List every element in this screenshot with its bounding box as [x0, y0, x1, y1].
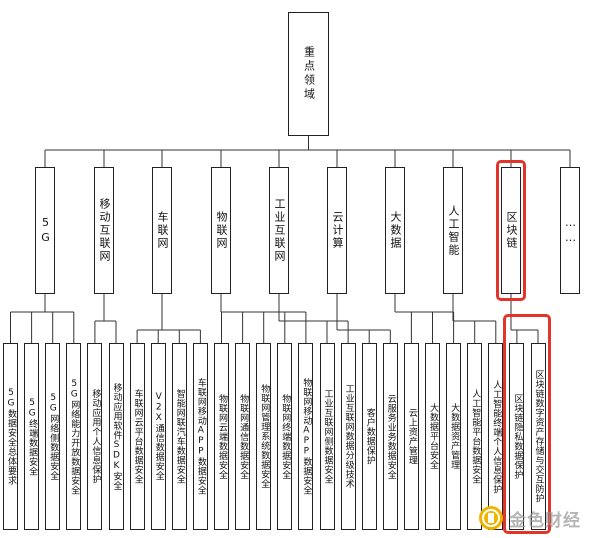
leaf-node-label: 云服务业务数据安全 [385, 393, 396, 480]
leaf-node-label: 5G网络能力开放数据安全 [69, 378, 80, 495]
leaf-node-label: 人工智能平台数据安全 [470, 389, 481, 484]
branch-node: 区块链 [501, 167, 521, 294]
branch-node-label: …… [564, 215, 577, 246]
leaf-node-label: 物联网云端数据安全 [217, 393, 227, 480]
highlight-frame-branch [496, 160, 526, 301]
leaf-node-label: 工业互联网数据分级技术 [343, 384, 354, 489]
watermark: 金色财经 [478, 503, 598, 533]
branch-node: 人工智能 [443, 167, 463, 294]
leaf-node-label: 区块链数字资产存储与交互防护 [533, 370, 544, 503]
leaf-node: 移动应用个人信息保护 [87, 343, 103, 530]
leaf-node: 物联网管理系统数据安全 [256, 343, 272, 530]
leaf-node: 人工智能终端个人信息保护 [488, 343, 504, 530]
leaf-node-label: 云上资产管理 [406, 408, 417, 465]
watermark-text: 金色财经 [509, 510, 581, 531]
branch-node: 云计算 [327, 167, 347, 294]
leaf-node: 物联网通信数据安全 [235, 343, 251, 530]
leaf-node-label: 客户数据保护 [364, 408, 375, 465]
leaf-node-label: 移动应用个人信息保护 [90, 389, 101, 484]
branch-node-label: 区块链 [505, 211, 518, 250]
leaf-node: 5G终端数据安全 [24, 343, 40, 530]
branch-node: 工业互联网 [269, 167, 289, 294]
leaf-node: 车联网云平台数据安全 [129, 343, 145, 530]
leaf-node-label: 车联网云平台数据安全 [132, 389, 143, 484]
branch-node: 5G [35, 167, 55, 294]
coin-logo-icon [479, 506, 503, 530]
leaf-node: 物联网云端数据安全 [214, 343, 229, 530]
leaf-node-label: 区块链隐私数据保护 [512, 393, 523, 480]
leaf-node-label: 物联网通信数据安全 [238, 393, 249, 480]
branch-node: 物联网 [211, 167, 231, 294]
leaf-node: 智能网联汽车数据安全 [171, 343, 187, 530]
branch-node: 大数据 [385, 167, 405, 294]
branch-node-label: 工业互联网 [273, 198, 286, 263]
leaf-node: 车联网移动APP数据安全 [192, 343, 208, 530]
leaf-node-label: 5G终端数据安全 [27, 397, 38, 476]
branch-node-label: 5G [39, 215, 52, 246]
leaf-node-label: 物联网终端数据安全 [280, 393, 291, 480]
leaf-node: 5G网络能力开放数据安全 [66, 343, 82, 530]
leaf-node: 区块链数字资产存储与交互防护 [530, 343, 546, 530]
branch-node-label: 车联网 [156, 211, 169, 250]
leaf-node: 云上资产管理 [403, 343, 419, 530]
leaf-node: 人工智能平台数据安全 [467, 343, 483, 530]
leaf-node: 物联网移动APP数据安全 [298, 343, 314, 530]
branch-node-label: 大数据 [389, 211, 402, 250]
leaf-node-label: 移动应用软件SDK安全 [111, 382, 122, 491]
leaf-node-label: 大数据平台安全 [428, 403, 438, 470]
leaf-node-label: 物联网管理系统数据安全 [259, 384, 270, 489]
leaf-node: 大数据平台安全 [425, 343, 440, 530]
branch-node: …… [560, 167, 580, 294]
leaf-node: 移动应用软件SDK安全 [108, 343, 124, 530]
leaf-node: V2X通信数据安全 [150, 343, 166, 530]
root-node: 重点领域 [288, 12, 329, 136]
leaf-node: 大数据资产管理 [446, 343, 462, 530]
leaf-node-label: 智能网联汽车数据安全 [174, 389, 185, 484]
branch-node-label: 人工智能 [447, 204, 460, 257]
leaf-node-label: 工业互联网侧数据安全 [322, 389, 333, 484]
branch-node-label: 云计算 [331, 211, 344, 250]
leaf-node-label: 车联网移动APP数据安全 [195, 378, 206, 495]
leaf-node-label: 人工智能终端个人信息保护 [491, 379, 502, 494]
root-node-label: 重点领域 [302, 46, 316, 102]
branch-node: 移动互联网 [94, 167, 114, 294]
leaf-node-label: V2X通信数据安全 [153, 392, 164, 481]
leaf-node: 工业互联网数据分级技术 [340, 343, 356, 530]
leaf-node-label: 大数据资产管理 [449, 403, 460, 470]
leaf-node-label: 5G网络侧数据安全 [48, 392, 59, 481]
branch-node: 车联网 [152, 167, 172, 294]
leaf-node: 5G数据安全总体要求 [3, 343, 18, 530]
highlight-frame-children [503, 314, 552, 534]
leaf-node: 客户数据保护 [361, 343, 377, 530]
leaf-node: 区块链隐私数据保护 [509, 343, 525, 530]
branch-node-label: 移动互联网 [98, 198, 111, 263]
leaf-node: 工业互联网侧数据安全 [319, 343, 335, 530]
leaf-node-label: 物联网移动APP数据安全 [301, 378, 312, 495]
leaf-node: 物联网终端数据安全 [277, 343, 293, 530]
leaf-node: 5G网络侧数据安全 [45, 343, 61, 530]
branch-node-label: 物联网 [215, 211, 228, 250]
leaf-node: 云服务业务数据安全 [382, 343, 398, 530]
leaf-node-label: 5G数据安全总体要求 [6, 388, 16, 485]
